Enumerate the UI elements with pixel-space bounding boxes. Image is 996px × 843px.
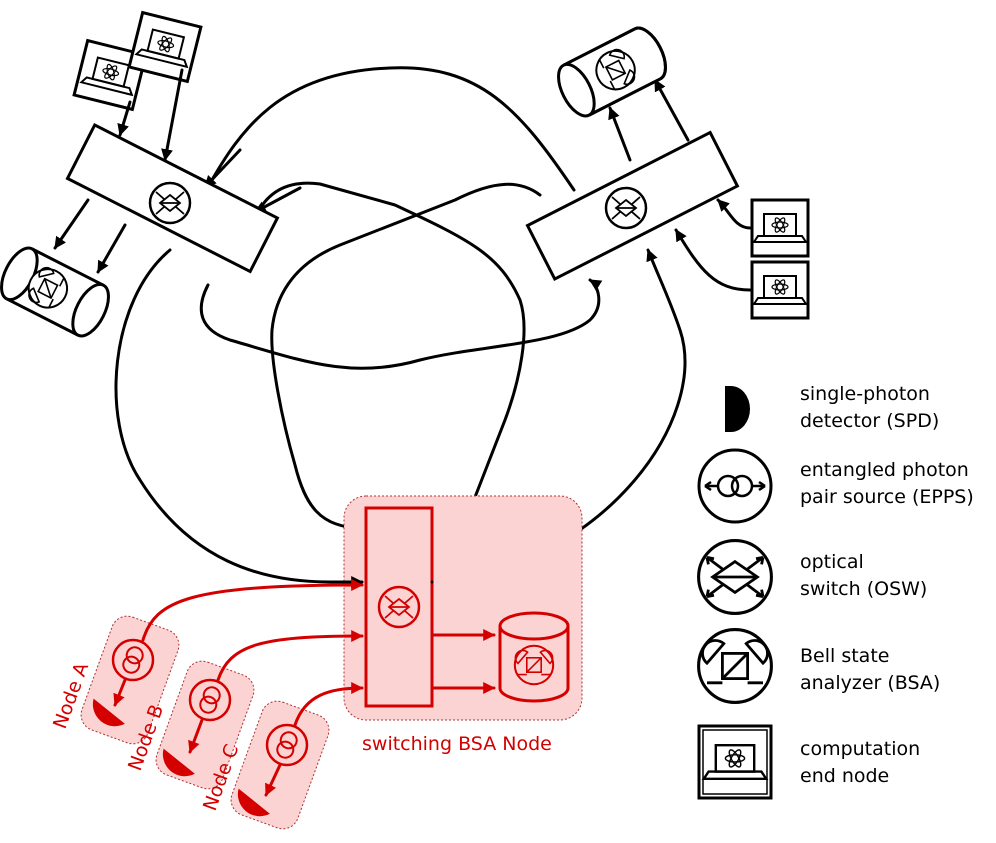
spd-icon <box>162 748 195 777</box>
switch-node-top-left <box>0 10 280 338</box>
link-arrow <box>161 68 184 162</box>
bsa-cylinder-icon <box>0 246 110 338</box>
bsa-cylinder-icon <box>498 611 570 703</box>
legend-end-line2: end node <box>800 765 889 787</box>
bsa-icon <box>697 628 773 704</box>
computer-icon <box>72 38 148 112</box>
link-arrow <box>96 223 127 274</box>
outer-fiber-loop <box>114 248 332 584</box>
inner-fiber-loop-2 <box>270 182 542 534</box>
link-arrow <box>188 718 204 754</box>
legend-end-line1: computation <box>800 738 920 760</box>
link-arrow <box>264 763 282 797</box>
epps-icon <box>111 638 155 682</box>
computer-icon <box>127 10 203 84</box>
legend-osw-line2: switch (OSW) <box>800 578 927 600</box>
computer-icon <box>697 724 773 800</box>
link-arrow <box>716 198 752 230</box>
legend: single-photon detector (SPD) entangled p… <box>697 383 974 800</box>
outer-fiber-top <box>206 66 576 192</box>
optical-switch-icon <box>697 539 773 615</box>
computer-icon <box>750 260 810 320</box>
link-arrow <box>117 100 132 137</box>
switching-bsa-node: switching BSA Node <box>343 495 583 755</box>
link-arrow <box>293 682 364 727</box>
computer-icon <box>750 198 810 258</box>
link-arrow <box>216 630 364 682</box>
legend-epps-line2: pair source (EPPS) <box>800 486 974 508</box>
link-arrow <box>141 579 364 642</box>
epps-icon <box>265 723 309 767</box>
spd-icon <box>725 386 750 432</box>
inner-arrow-left <box>253 186 302 214</box>
outer-arrow-left <box>203 148 242 189</box>
node-a: Node A <box>49 579 364 745</box>
legend-spd-line2: detector (SPD) <box>800 410 939 432</box>
spd-icon <box>92 698 125 727</box>
epps-icon <box>188 678 232 722</box>
link-arrow <box>113 678 127 707</box>
legend-osw-line1: optical <box>800 551 864 573</box>
legend-epps-line1: entangled photon <box>800 459 969 481</box>
legend-spd-line1: single-photon <box>800 383 930 405</box>
legend-bsa-line2: analyzer (BSA) <box>800 672 940 694</box>
link-arrow <box>53 198 90 250</box>
link-arrow <box>608 106 632 162</box>
link-arrow <box>674 228 752 292</box>
legend-bsa-line1: Bell state <box>800 645 889 667</box>
link-arrow <box>653 78 690 142</box>
switch-node-top-right <box>525 26 810 320</box>
inner-fiber-loop-3 <box>199 278 603 370</box>
bsa-cylinder-icon <box>557 26 667 118</box>
spd-icon <box>237 788 270 817</box>
switching-node-label: switching BSA Node <box>362 733 552 755</box>
epps-icon <box>697 448 773 524</box>
